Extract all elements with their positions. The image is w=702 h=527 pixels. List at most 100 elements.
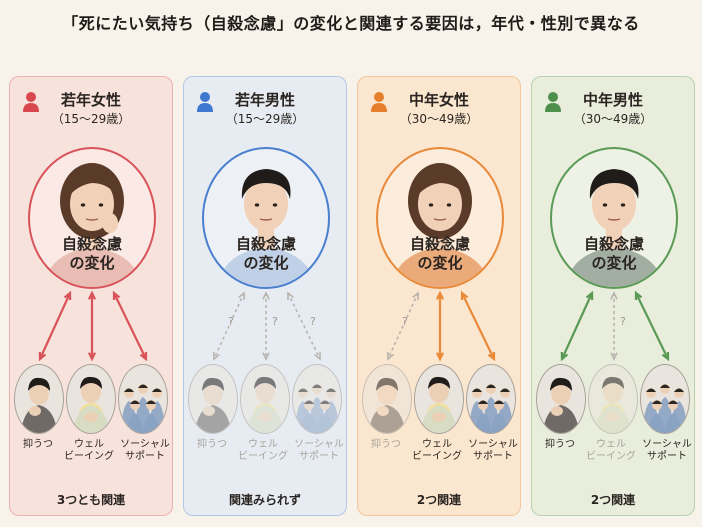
wellbeing-image xyxy=(588,364,638,434)
center-label-line1: 自殺念慮 xyxy=(235,235,296,253)
conclusion-text: 2つ関連 xyxy=(416,493,462,507)
question-mark: ? xyxy=(402,315,408,328)
portrait-oval: 自殺念慮の変化 xyxy=(550,147,678,289)
wellbeing-label-line: ビーイング xyxy=(238,451,288,462)
conclusion-text: 3つとも関連 xyxy=(56,493,126,507)
group-panel: 中年男性（30～49歳）自殺念慮の変化?抑うつウェルビーイングソーシャルサポート… xyxy=(531,76,695,516)
relation-arrow-2 xyxy=(112,290,148,362)
portrait-illustration xyxy=(566,169,664,287)
age-range: （15～29歳） xyxy=(51,112,131,126)
portrait-oval: 自殺念慮の変化 xyxy=(202,147,330,289)
factor-images xyxy=(358,364,522,436)
wellbeing-label: ウェルビーイング xyxy=(235,439,291,463)
wellbeing-image xyxy=(240,364,290,434)
wellbeing-label-line: ビーイング xyxy=(412,451,462,462)
wellbeing-label: ウェルビーイング xyxy=(583,439,639,463)
depression-image xyxy=(14,364,64,434)
wellbeing-label-line: ウェル xyxy=(74,439,104,450)
portrait-illustration xyxy=(218,169,316,287)
depression-image xyxy=(188,364,238,434)
relation-arrow-2 xyxy=(634,290,670,362)
wellbeing-label-line: ビーイング xyxy=(64,451,114,462)
social-support-label: ソーシャルサポート xyxy=(639,439,695,463)
factor-images xyxy=(184,364,348,436)
social-support-label: ソーシャルサポート xyxy=(291,439,347,463)
center-label-line2: の変化 xyxy=(69,254,115,272)
wellbeing-label: ウェルビーイング xyxy=(409,439,465,463)
person-icon xyxy=(544,91,562,113)
factor-images xyxy=(10,364,174,436)
social-support-label-line: ソーシャル xyxy=(294,439,344,450)
person-icon xyxy=(196,91,214,113)
social-support-label-line: サポート xyxy=(125,451,165,462)
relation-arrows: ? xyxy=(387,290,496,362)
relation-arrows: ? xyxy=(560,290,670,362)
wellbeing-label-line: ウェル xyxy=(596,439,626,450)
wellbeing-label-line: ウェル xyxy=(422,439,452,450)
group-name: 若年男性 xyxy=(234,91,295,109)
depression-label: 抑うつ xyxy=(10,439,66,451)
social-support-image xyxy=(292,364,342,434)
group-panel: 中年女性（30～49歳）自殺念慮の変化?抑うつウェルビーイングソーシャルサポート… xyxy=(357,76,521,516)
question-mark: ? xyxy=(310,315,316,328)
depression-label: 抑うつ xyxy=(184,439,240,451)
portrait-illustration xyxy=(44,163,142,287)
factor-labels: 抑うつウェルビーイングソーシャルサポート xyxy=(532,439,696,479)
factor-labels: 抑うつウェルビーイングソーシャルサポート xyxy=(184,439,348,479)
depression-label: 抑うつ xyxy=(532,439,588,451)
wellbeing-label-line: ビーイング xyxy=(586,451,636,462)
social-support-label-line: サポート xyxy=(473,451,513,462)
social-support-label-line: ソーシャル xyxy=(120,439,170,450)
depression-image xyxy=(536,364,586,434)
group-name: 若年女性 xyxy=(60,91,121,109)
person-icon xyxy=(22,91,40,113)
relation-arrow-0 xyxy=(387,291,419,361)
group-name: 中年女性 xyxy=(408,91,469,109)
depression-label-line: 抑うつ xyxy=(197,439,227,450)
question-mark: ? xyxy=(620,315,626,328)
depression-label-line: 抑うつ xyxy=(23,439,53,450)
factor-labels: 抑うつウェルビーイングソーシャルサポート xyxy=(10,439,174,479)
relation-arrow-2 xyxy=(460,290,496,362)
social-support-label-line: ソーシャル xyxy=(468,439,518,450)
wellbeing-label-line: ウェル xyxy=(248,439,278,450)
wellbeing-label: ウェルビーイング xyxy=(61,439,117,463)
portrait-oval: 自殺念慮の変化 xyxy=(376,147,504,289)
relation-arrow-0 xyxy=(213,291,245,361)
depression-label: 抑うつ xyxy=(358,439,414,451)
relation-arrow-1 xyxy=(262,291,270,361)
question-mark: ? xyxy=(272,315,278,328)
person-icon xyxy=(370,91,388,113)
relation-arrow-0 xyxy=(38,290,72,362)
page-title: 「死にたい気持ち（自殺念慮」の変化と関連する要因は，年代・性別で異なる xyxy=(62,14,640,33)
factor-images xyxy=(532,364,696,436)
center-label-line1: 自殺念慮 xyxy=(409,235,470,253)
relation-arrow-0 xyxy=(560,290,594,362)
portrait-oval: 自殺念慮の変化 xyxy=(28,147,156,289)
social-support-image xyxy=(466,364,516,434)
depression-label-line: 抑うつ xyxy=(545,439,575,450)
factor-labels: 抑うつウェルビーイングソーシャルサポート xyxy=(358,439,522,479)
center-label-line2: の変化 xyxy=(417,254,463,272)
relation-arrows xyxy=(38,290,148,362)
relation-arrow-2 xyxy=(287,291,321,361)
wellbeing-image xyxy=(414,364,464,434)
center-label-line2: の変化 xyxy=(243,254,289,272)
social-support-label-line: サポート xyxy=(299,451,339,462)
relation-arrow-1 xyxy=(435,290,445,362)
center-label-line2: の変化 xyxy=(591,254,637,272)
social-support-label-line: サポート xyxy=(647,451,687,462)
depression-label-line: 抑うつ xyxy=(371,439,401,450)
question-mark: ? xyxy=(228,315,234,328)
social-support-label-line: ソーシャル xyxy=(642,439,692,450)
social-support-label: ソーシャルサポート xyxy=(465,439,521,463)
conclusion-text: 2つ関連 xyxy=(590,493,636,507)
group-panel: 若年男性（15～29歳）自殺念慮の変化???抑うつウェルビーイングソーシャルサポ… xyxy=(183,76,347,516)
depression-image xyxy=(362,364,412,434)
conclusion-text: 関連みられず xyxy=(228,493,301,507)
center-label-line1: 自殺念慮 xyxy=(61,235,122,253)
center-label-line1: 自殺念慮 xyxy=(583,235,644,253)
social-support-image xyxy=(118,364,168,434)
relation-arrow-1 xyxy=(87,290,97,362)
